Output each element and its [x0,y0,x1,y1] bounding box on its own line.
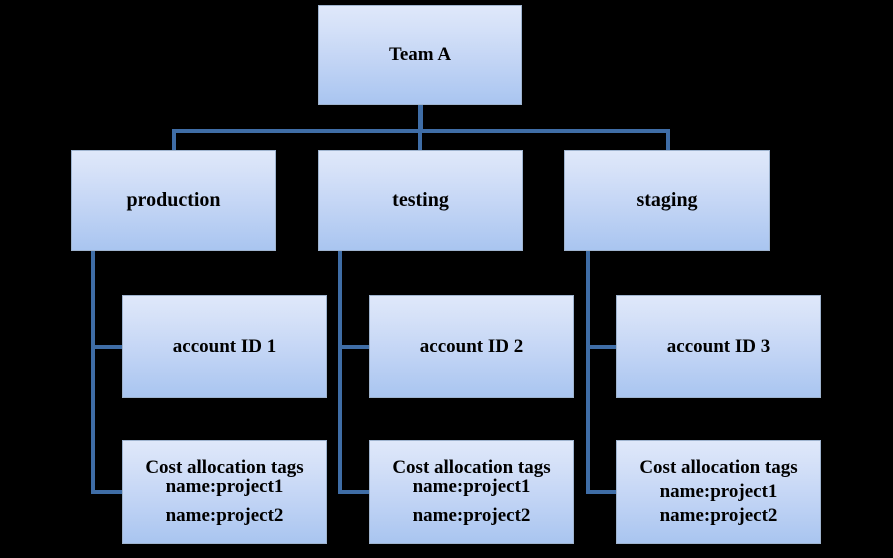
node-testing[interactable]: testing [318,150,523,251]
connector-testing-to-account-2 [338,345,370,349]
tags-heading-3: Cost allocation tags [639,457,798,479]
tag-name-project2-col3: name:project2 [659,504,778,526]
node-account-id-1-label: account ID 1 [172,335,277,357]
node-staging[interactable]: staging [564,150,770,251]
node-production[interactable]: production [71,150,276,251]
connector-testing-spine [338,251,342,494]
connector-bus-to-production [172,129,176,152]
node-cost-allocation-tags-3[interactable]: Cost allocation tags name:project1 name:… [616,440,821,544]
tag-name-project1-col3: name:project1 [659,481,778,503]
connector-staging-to-tags-3 [586,490,618,494]
connector-production-to-account-1 [91,345,124,349]
node-testing-label: testing [392,189,449,211]
connector-production-spine [91,251,95,494]
tag-name-project1-col1: name:project1 [165,476,284,498]
tag-name-project2-col1: name:project2 [165,504,284,526]
connector-root-stem [418,105,423,131]
connector-staging-to-account-3 [586,345,618,349]
node-account-id-2-label: account ID 2 [419,335,524,357]
connector-bus-to-staging [666,129,670,152]
node-account-id-1[interactable]: account ID 1 [122,295,327,398]
node-team-a-label: Team A [388,44,452,66]
node-cost-allocation-tags-2[interactable]: Cost allocation tags name:project1 name:… [369,440,574,544]
connector-testing-to-tags-2 [338,490,370,494]
node-cost-allocation-tags-1[interactable]: Cost allocation tags name:project1 name:… [122,440,327,544]
tag-name-project2-col2: name:project2 [412,504,531,526]
tags-heading-1: Cost allocation tags [145,457,304,479]
node-staging-label: staging [636,189,698,211]
connector-bus-to-testing [418,129,422,152]
node-team-a[interactable]: Team A [318,5,522,105]
connector-production-to-tags-1 [91,490,124,494]
node-production-label: production [126,189,221,211]
node-account-id-2[interactable]: account ID 2 [369,295,574,398]
connector-staging-spine [586,251,590,494]
node-account-id-3[interactable]: account ID 3 [616,295,821,398]
node-account-id-3-label: account ID 3 [666,335,771,357]
tag-name-project1-col2: name:project1 [412,476,531,498]
tags-heading-2: Cost allocation tags [392,457,551,479]
